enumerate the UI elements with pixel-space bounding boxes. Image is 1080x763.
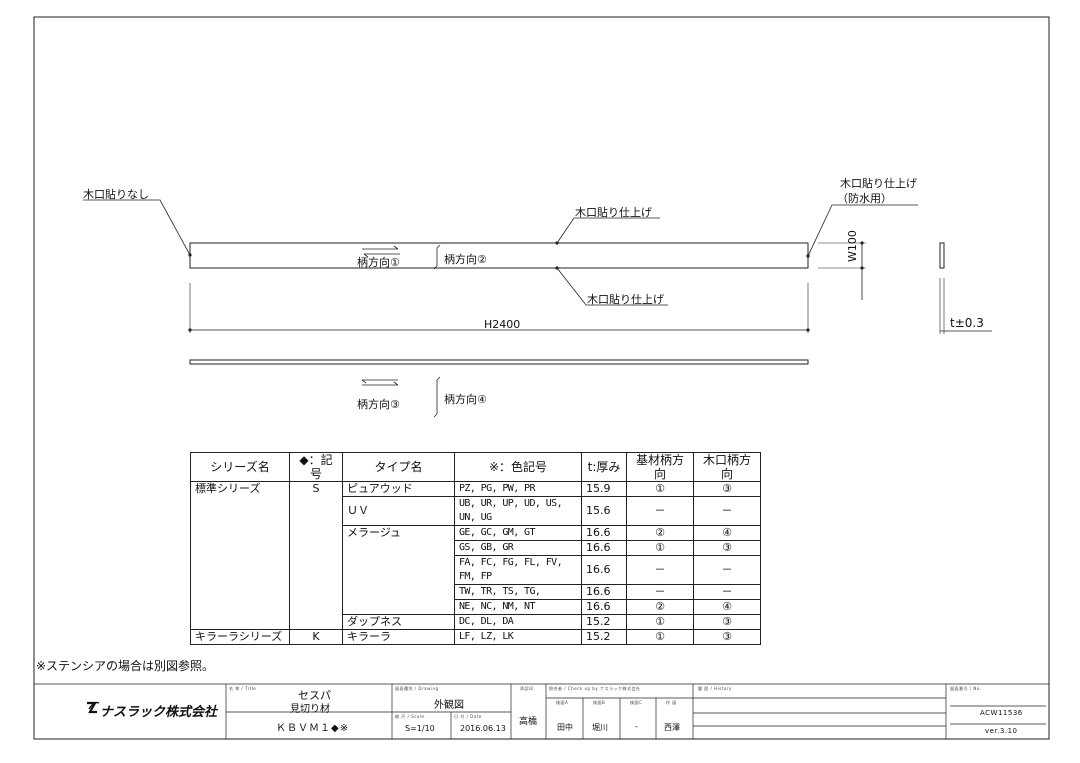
label-grain-3: 柄方向③: [357, 398, 400, 411]
spec-table: シリーズ名 ◆：記号 タイプ名 ※：色記号 t:厚み 基材柄方向 木口柄方向 標…: [190, 452, 761, 645]
approved-name: 高橋: [519, 717, 538, 727]
drawing-caption: 図面種別 / Drawing: [395, 686, 439, 691]
label-length: H2400: [484, 318, 521, 331]
label-grain-1: 柄方向①: [357, 256, 400, 269]
grain-arrow-3: [361, 379, 399, 386]
sheet-border: [33, 16, 1050, 740]
scale-value: S=1/10: [405, 724, 435, 733]
leader-bottom-edge: [555, 266, 668, 306]
table-row: ＵＶ UB, UR, UP, UD, US, UN, UG 15.6 － －: [191, 496, 761, 526]
header-color-code: ※：色記号: [454, 452, 582, 482]
version: ver.3.10: [985, 727, 1018, 735]
check-sub-b: 検図B: [593, 700, 606, 705]
label-left-end: 木口貼りなし: [83, 188, 149, 201]
header-symbol: ◆：記号: [289, 452, 343, 482]
check-caption: 照合者 / Check up by ナスラック株式会社: [549, 686, 641, 691]
trim-plan-view: [189, 242, 809, 269]
label-right-end-note: （防水用）: [837, 192, 892, 205]
checker-b: 堀川: [592, 723, 608, 732]
company-logo-mark: [87, 701, 100, 714]
table-row: NE, NC, NM, NT 16.6 ② ④: [191, 599, 761, 615]
trim-section-view: [939, 242, 945, 269]
table-row: キラーラシリーズ K キラーラ LF, LZ, LK 15.2 ① ③: [190, 629, 761, 645]
approved-caption: 承認印: [520, 686, 534, 691]
title-line2: 見切り材: [290, 704, 330, 715]
check-sub-d: 作 図: [666, 700, 677, 705]
header-series: シリーズ名: [190, 452, 290, 482]
leader-right-end: [806, 204, 918, 258]
header-thickness: t:厚み: [581, 452, 627, 482]
table-row: メラージュ GE, GC, GM, GT 16.6 ② ④: [191, 525, 761, 615]
dimension-width: [818, 241, 866, 300]
model-number: ＫＢＶＭ１◆※: [276, 723, 350, 734]
grain-arrow-4: [433, 376, 441, 418]
scale-caption: 縮 尺 / Scale: [395, 714, 425, 719]
label-grain-2: 柄方向②: [444, 253, 487, 266]
drawing-type: 外観図: [434, 700, 464, 711]
title-line1: セスパ: [298, 689, 331, 702]
leader-left-end: [83, 199, 192, 257]
title-block-grid: [34, 683, 1049, 739]
header-type: タイプ名: [342, 452, 455, 482]
company-name: ナスラック株式会社: [100, 705, 218, 720]
header-base-grain: 基材柄方向: [626, 452, 694, 482]
history-caption: 履 歴 / History: [698, 686, 732, 691]
spec-table-header: シリーズ名 ◆：記号 タイプ名 ※：色記号 t:厚み 基材柄方向 木口柄方向: [190, 452, 761, 482]
drafter: 西澤: [664, 723, 680, 732]
leader-top-edge: [555, 217, 660, 245]
number-caption: 図面番号 / No.: [950, 686, 982, 691]
date-value: 2016.06.13: [460, 724, 506, 733]
trim-side-view: [189, 359, 809, 365]
check-sub-c: 検図C: [630, 700, 643, 705]
label-grain-4: 柄方向④: [444, 393, 487, 406]
header-edge-grain: 木口柄方向: [693, 452, 761, 482]
dimension-thickness: [939, 278, 992, 334]
label-width: W100: [846, 230, 859, 262]
table-row: FA, FC, FG, FL, FV, FM, FP 16.6 － －: [191, 555, 761, 585]
check-sub-a: 検図A: [556, 700, 569, 705]
table-row: 標準シリーズ S ピュアウッド PZ, PG, PW, PR 15.9 ① ③: [190, 481, 761, 630]
grain-arrow-2: [433, 244, 441, 270]
date-caption: 日 付 / Date: [454, 714, 482, 719]
dimension-length: [188, 283, 810, 333]
table-row: GS, GB, GR 16.6 ① ③: [191, 540, 761, 556]
label-thickness: t±0.3: [950, 316, 984, 330]
label-top-edge: 木口貼り仕上げ: [575, 206, 652, 219]
grain-arrow-1: [362, 245, 400, 258]
label-bottom-edge: 木口貼り仕上げ: [587, 293, 664, 306]
note-text: ※ステンシアの場合は別図参照。: [36, 659, 215, 673]
checker-a: 田中: [557, 723, 573, 732]
checker-c: -: [635, 722, 638, 731]
title-caption: 名 称 / Title: [229, 686, 257, 691]
label-right-end: 木口貼り仕上げ: [840, 177, 917, 190]
drawing-number: ACW11536: [980, 709, 1023, 717]
